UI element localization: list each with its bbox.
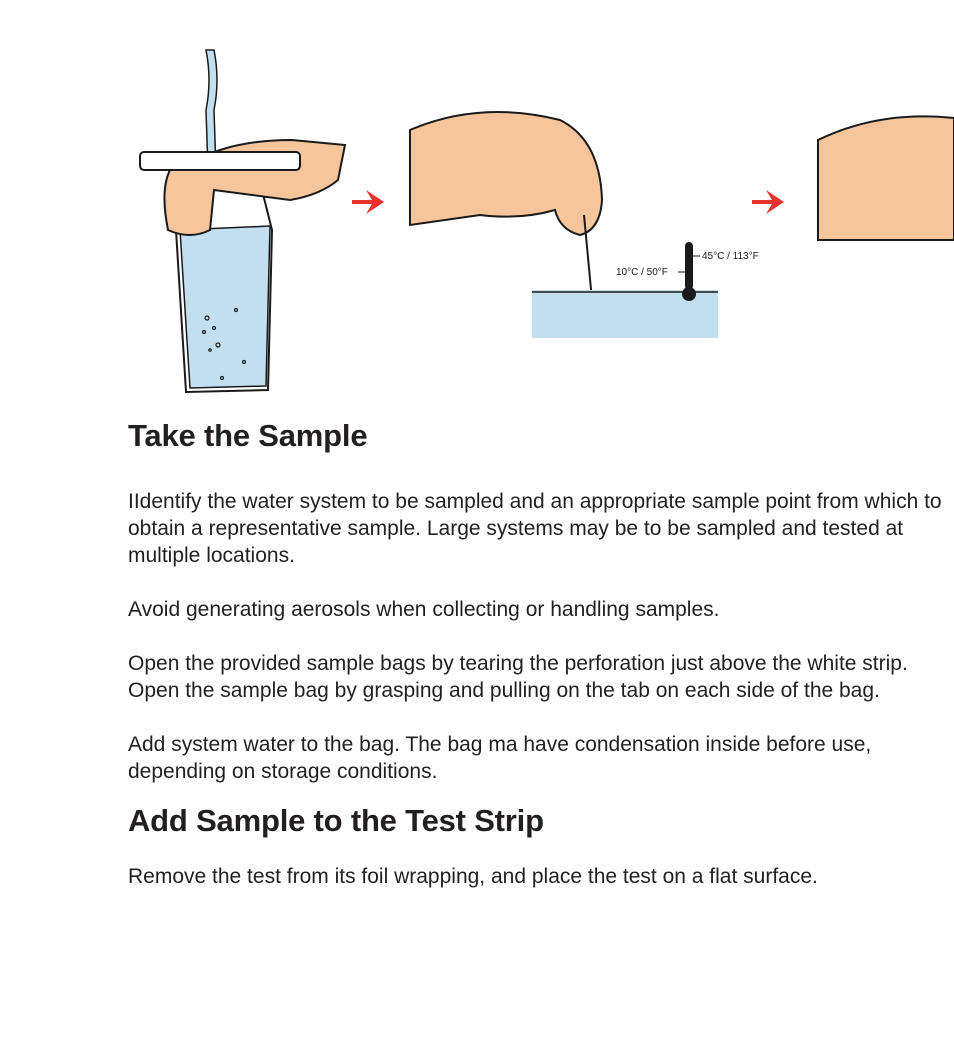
temperature-panel: 45°C / 113°F 10°C / 50°F: [409, 111, 759, 338]
paragraph-open-bags: Open the provided sample bags by tearing…: [128, 652, 908, 702]
hand-dipping: [409, 111, 604, 237]
hand-partial-panel: [817, 115, 954, 242]
arrow-right-icon: [352, 190, 384, 214]
instructions-content: Take the Sample IIdentify the water syst…: [128, 410, 944, 890]
paragraph-add-water: Add system water to the bag. The bag ma …: [128, 733, 872, 783]
thermometer-high-label: 45°C / 113°F: [702, 251, 759, 262]
bag-bubbles: [201, 307, 247, 381]
bag-water: [179, 225, 271, 389]
sample-bag-panel: [139, 49, 347, 394]
instruction-illustration: 45°C / 113°F 10°C / 50°F: [139, 49, 954, 394]
white-strip-rod: [139, 151, 301, 171]
thermometer-icon: [685, 242, 693, 290]
arrow-right-icon-2: [752, 190, 784, 214]
hand-partial: [817, 115, 954, 242]
section-heading-add-sample: Add Sample to the Test Strip: [128, 803, 544, 838]
paragraph-avoid-aerosols: Avoid generating aerosols when collectin…: [128, 598, 720, 621]
test-stick: [583, 214, 593, 301]
paragraph-identify-system: IIdentify the water system to be sampled…: [128, 490, 942, 567]
thermometer-low-label: 10°C / 50°F: [616, 267, 668, 278]
paragraph-remove-test: Remove the test from its foil wrapping, …: [128, 865, 818, 888]
section-heading-take-sample: Take the Sample: [128, 418, 368, 453]
